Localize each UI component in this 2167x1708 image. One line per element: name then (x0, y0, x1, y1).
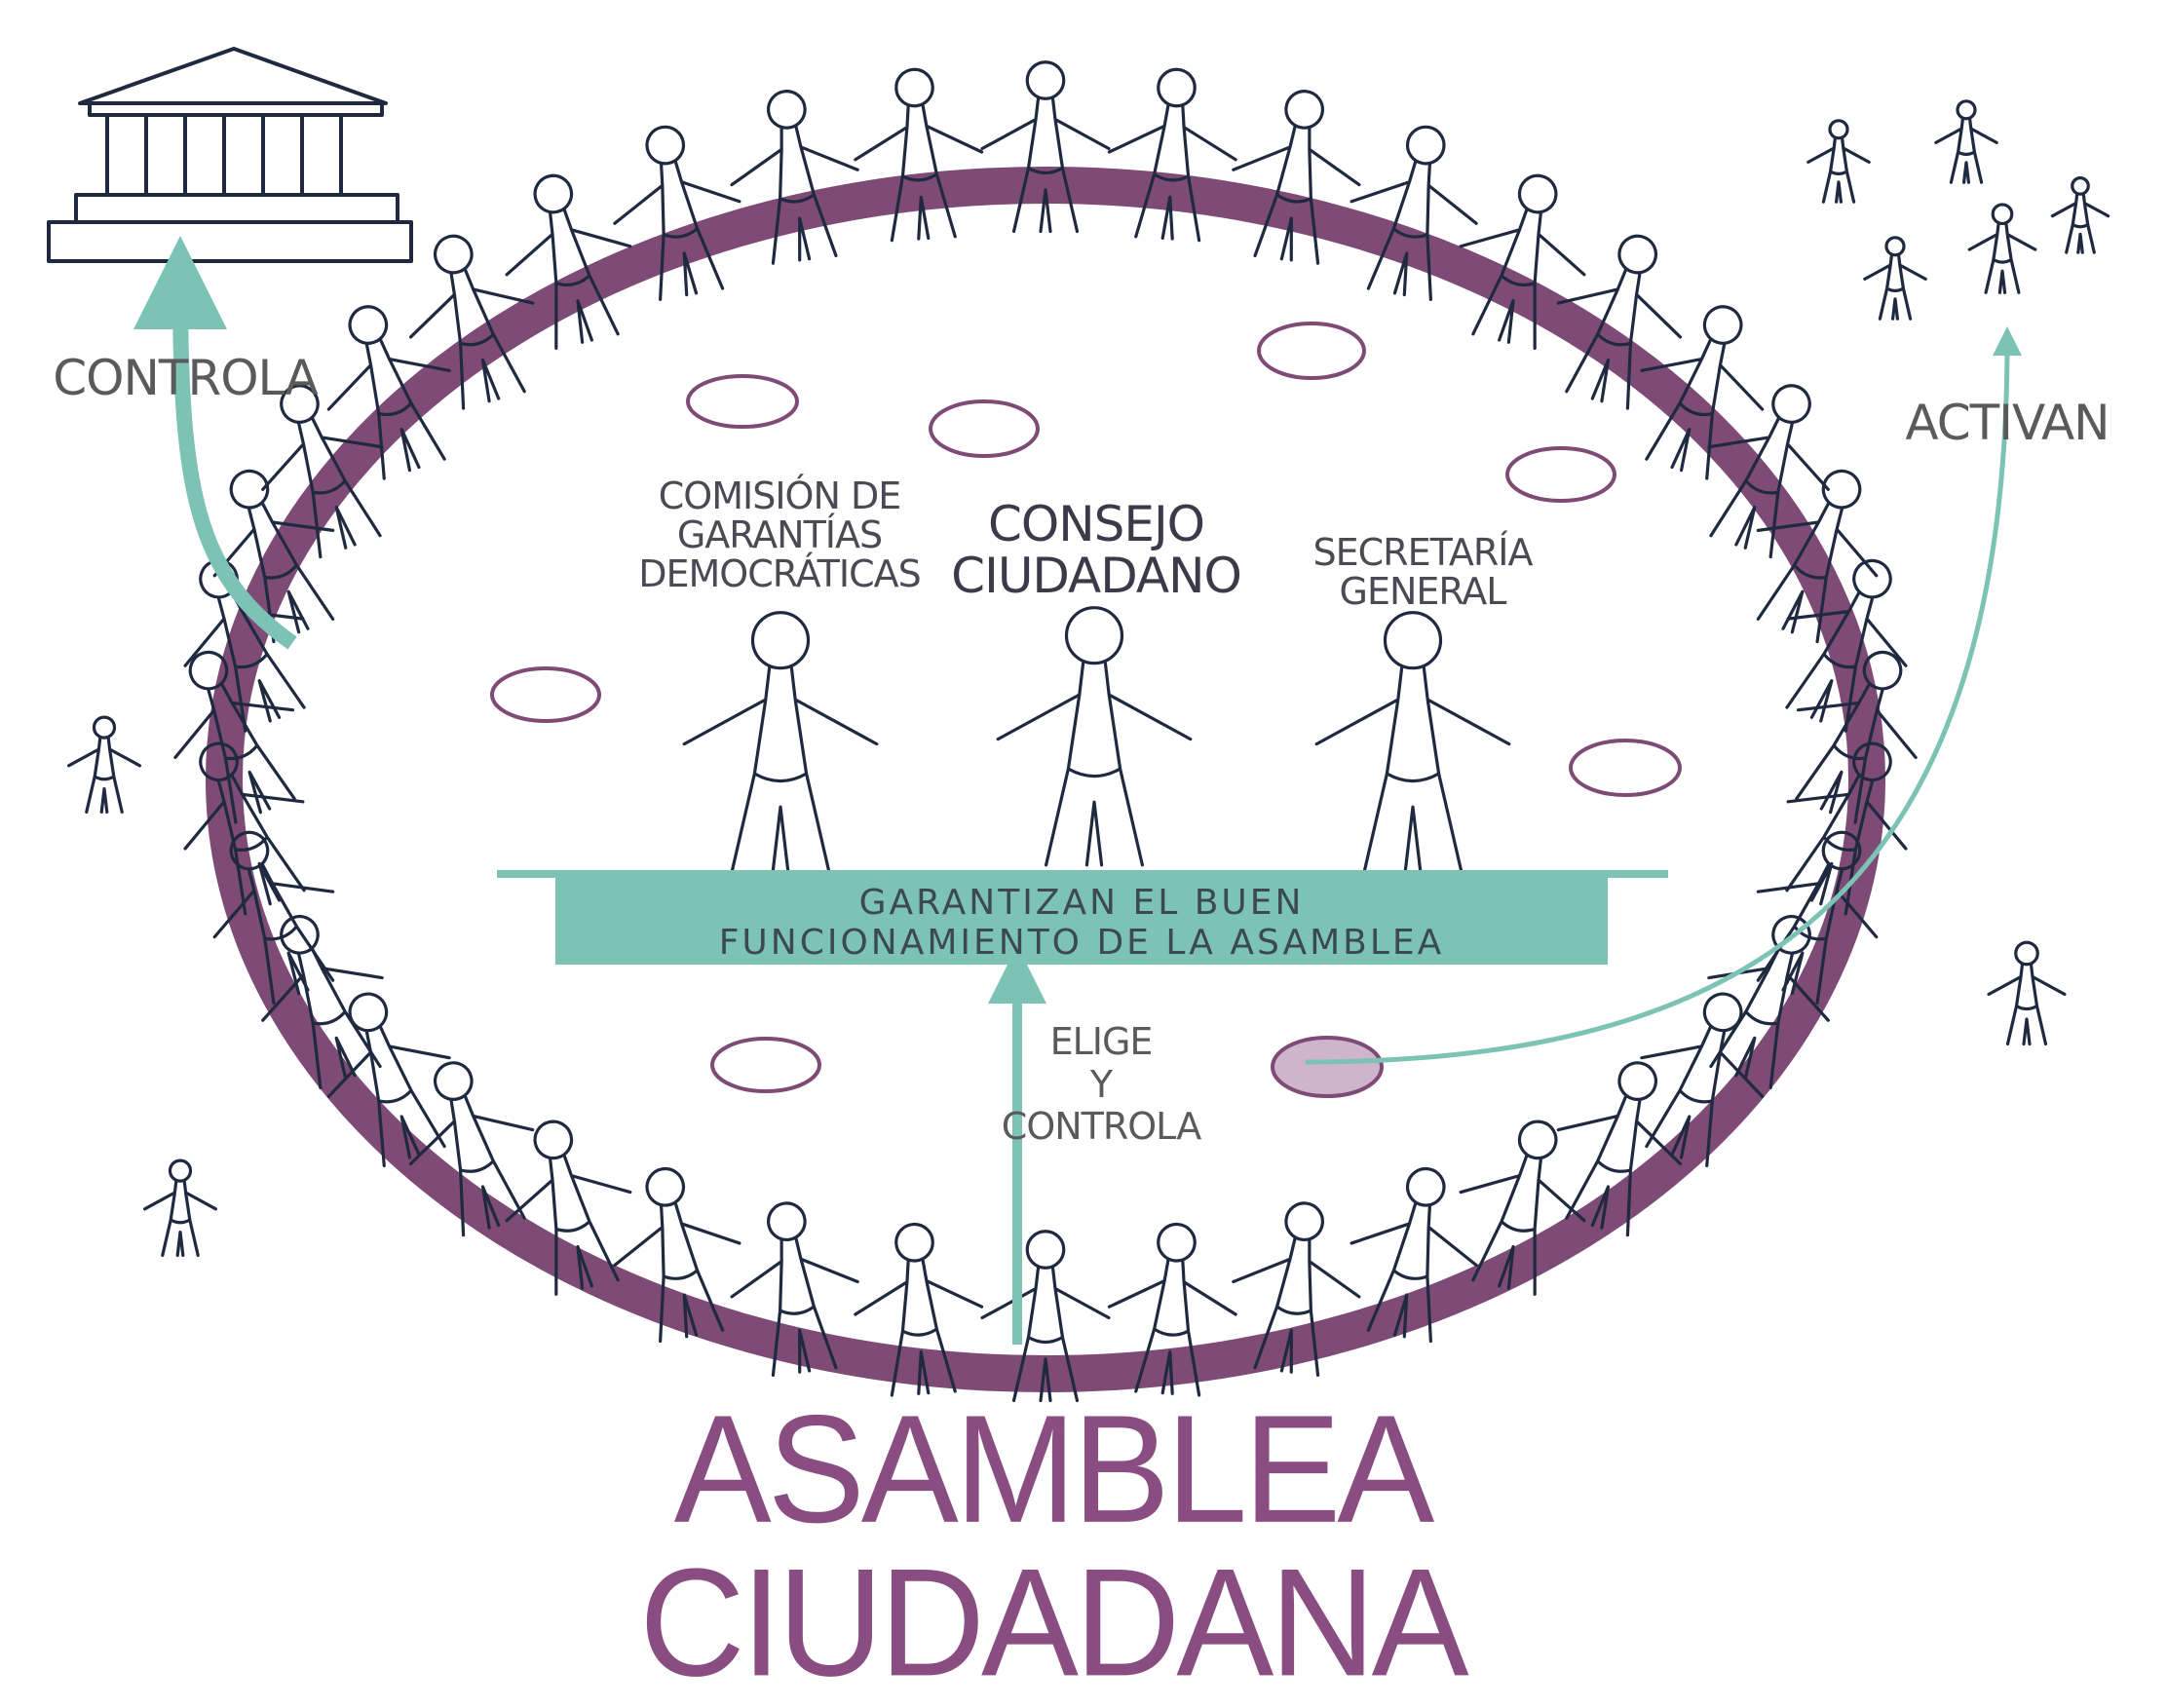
elige-line-1: ELIGE (1049, 1020, 1154, 1063)
controla-label: CONTROLA (53, 350, 319, 406)
consejo-label: CONSEJO CIUDADANO (935, 499, 1257, 601)
assembly-member-icon (1640, 305, 1765, 480)
citizen-icon (1934, 99, 1998, 184)
assembly-member-icon (730, 90, 859, 265)
seat-ellipse (710, 1037, 821, 1093)
elige-line-2: Y (1089, 1062, 1113, 1106)
assembly-member-icon (1707, 384, 1830, 559)
elige-label: ELIGE Y CONTROLA (989, 1020, 1213, 1149)
seat-ellipse (1569, 739, 1682, 797)
assembly-member-icon (1107, 1222, 1237, 1397)
assembly-member-icon (326, 305, 451, 480)
body-representative-icon (996, 606, 1193, 867)
assembly-seats (490, 322, 1682, 1098)
bar-line-2: FUNCIONAMIENTO DE LA ASAMBLEA (718, 923, 1445, 964)
comision-label: COMISIÓN DE GARANTÍAS DEMOCRÁTICAS (614, 474, 945, 595)
activan-arrow (1305, 326, 2022, 1065)
assembly-member-icon (730, 1201, 859, 1378)
comision-line-1: COMISIÓN DE (658, 474, 901, 517)
assembly-member-icon (1232, 1201, 1361, 1378)
assembly-member-icon (261, 384, 384, 559)
assembly-member-icon (261, 915, 384, 1089)
assembly-member-icon (1556, 1061, 1683, 1237)
consejo-line-2: CIUDADANO (951, 547, 1242, 604)
elige-line-3: CONTROLA (1001, 1105, 1201, 1149)
parliament-building-icon (47, 47, 413, 263)
guarantee-bar-text: GARANTIZAN EL BUEN FUNCIONAMIENTO DE LA … (555, 883, 1608, 964)
secretaria-line-1: SECRETARÍA (1312, 531, 1534, 574)
guarantee-bar (497, 870, 1668, 965)
page-title: ASAMBLEA CIUDADANA (639, 1383, 1468, 1708)
seat-ellipse (1505, 446, 1616, 503)
assembly-member-icon (1785, 558, 1908, 733)
citizen-icon (67, 715, 141, 814)
assembly-member-icon (1350, 125, 1478, 301)
citizen-icon (1967, 203, 2037, 294)
assembly-member-icon (183, 741, 306, 916)
assembly-member-icon (1756, 830, 1879, 1006)
assembly-member-icon (1795, 650, 1918, 824)
comision-line-2: GARANTÍAS (676, 512, 883, 556)
controla-arrow (133, 236, 297, 650)
central-bodies (682, 606, 1511, 872)
assembly-member-icon (854, 1222, 984, 1397)
assembly-member-icon (1232, 90, 1361, 265)
assembly-member-icon (173, 650, 296, 824)
comision-line-3: DEMOCRÁTICAS (638, 551, 921, 595)
seat-ellipse (1257, 322, 1366, 380)
assembly-member-icon (1459, 173, 1586, 350)
consejo-line-1: CONSEJO (987, 496, 1205, 552)
secretaria-label: SECRETARÍA GENERAL (1276, 531, 1569, 613)
citizen-icon (2050, 176, 2110, 254)
assembly-member-icon (1556, 234, 1683, 410)
citizen-icon (1987, 940, 2067, 1046)
outside-citizens (67, 99, 2110, 1257)
assembly-members (173, 60, 1918, 1403)
seat-ellipse (929, 399, 1040, 458)
citizen-icon (1806, 119, 1871, 204)
body-representative-icon (1314, 611, 1511, 872)
seat-ellipse (686, 374, 799, 429)
assembly-member-icon (1459, 1120, 1586, 1296)
assembly-member-icon (408, 234, 535, 410)
assembly-member-icon (408, 1061, 535, 1237)
assembly-member-icon (212, 469, 335, 644)
activan-label: ACTIVAN (1905, 395, 2110, 451)
assembly-member-icon (505, 173, 632, 350)
assembly-member-icon (613, 1166, 741, 1344)
assembly-member-icon (613, 125, 741, 301)
assembly-member-icon (1756, 469, 1879, 644)
assembly-member-icon (854, 67, 984, 243)
assembly-member-icon (505, 1120, 632, 1296)
citizen-icon (1863, 236, 1927, 321)
active-seat-ellipse (1271, 1036, 1384, 1098)
assembly-member-icon (1107, 67, 1237, 243)
assembly-member-icon (1350, 1166, 1478, 1344)
assembly-member-icon (980, 60, 1111, 234)
assembly-member-icon (212, 830, 335, 1006)
assembly-diagram (47, 47, 2110, 1403)
citizen-icon (143, 1158, 217, 1257)
assembly-member-icon (980, 1230, 1111, 1403)
seat-ellipse (490, 666, 601, 723)
bar-line-1: GARANTIZAN EL BUEN (858, 883, 1305, 923)
body-representative-icon (682, 611, 879, 872)
assembly-member-icon (1785, 741, 1908, 916)
assembly-member-icon (1640, 992, 1765, 1167)
assembly-ring (206, 167, 1885, 1392)
assembly-member-icon (1707, 915, 1830, 1089)
secretaria-line-2: GENERAL (1339, 569, 1507, 613)
